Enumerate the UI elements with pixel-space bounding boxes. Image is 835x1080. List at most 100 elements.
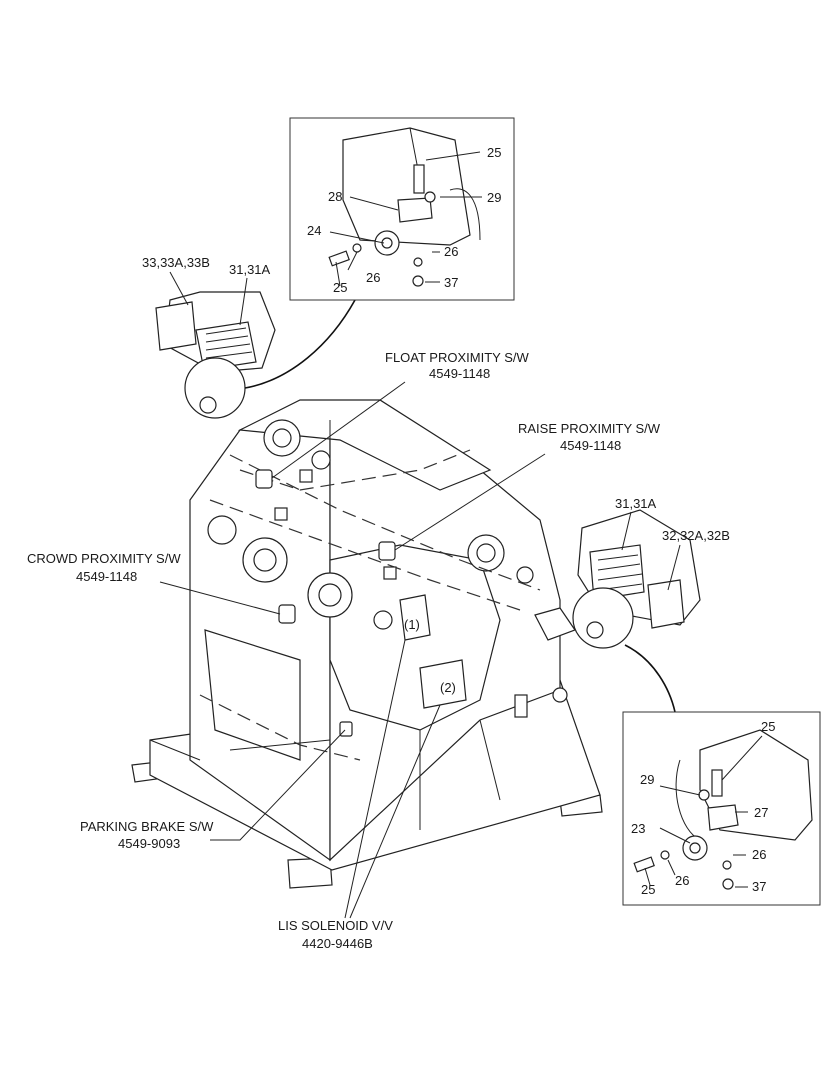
detail-bottom-n26a: 26 bbox=[675, 873, 689, 888]
crowd-switch-name: CROWD PROXIMITY S/W bbox=[27, 551, 181, 566]
left-lamp-grid bbox=[205, 327, 253, 359]
right-lamp-lens bbox=[589, 544, 645, 601]
solenoid-mark-1: (1) bbox=[404, 617, 420, 632]
pin-boss-6 bbox=[311, 450, 331, 470]
detail-bottom-washer-26b bbox=[722, 860, 732, 870]
edge-2 bbox=[149, 739, 201, 761]
detail-top-nut-37 bbox=[412, 275, 424, 287]
detail-top-n29: 29 bbox=[487, 190, 501, 205]
detail-bottom-nut-37 bbox=[722, 878, 734, 890]
detail-bottom-n37: 37 bbox=[752, 879, 766, 894]
detail-top-leaders bbox=[329, 151, 482, 287]
detail-top-n28: 28 bbox=[328, 189, 342, 204]
pin-boss-7 bbox=[516, 566, 534, 584]
detail-top-housing bbox=[342, 127, 471, 246]
callout-lis: LIS SOLENOID V/V 4420-9446B bbox=[278, 639, 441, 951]
dashed-hose-1 bbox=[229, 454, 541, 591]
detail-bottom-disc-23-hub bbox=[689, 842, 701, 854]
left-lamp-label-a: 33,33A,33B bbox=[142, 255, 210, 270]
detail-top-n25a: 25 bbox=[487, 145, 501, 160]
detail-bottom-washer-26a bbox=[660, 850, 670, 860]
float-switch-name: FLOAT PROXIMITY S/W bbox=[385, 350, 529, 365]
left-window bbox=[204, 629, 301, 761]
raise-switch-leader bbox=[394, 453, 546, 551]
lis-solenoid-leader-1 bbox=[344, 639, 406, 919]
detail-bottom-n27: 27 bbox=[754, 805, 768, 820]
callout-crowd: CROWD PROXIMITY S/W 4549-1148 bbox=[27, 551, 281, 615]
lis-solenoid-part: 4420-9446B bbox=[302, 936, 373, 951]
left-lamp-mount-disc bbox=[199, 396, 217, 414]
pin-boss-2 bbox=[207, 515, 237, 545]
small-block-1 bbox=[299, 469, 313, 483]
dashed-hose-2 bbox=[209, 499, 521, 611]
detail-bottom-n23: 23 bbox=[631, 821, 645, 836]
pin-hole-5 bbox=[476, 543, 496, 563]
right-lamp-label-b-leader bbox=[667, 544, 681, 591]
callout-parking: PARKING BRAKE S/W 4549-9093 bbox=[80, 729, 346, 851]
small-block-2 bbox=[274, 507, 288, 521]
detail-bottom-n26b: 26 bbox=[752, 847, 766, 862]
parking-brake-leader bbox=[210, 729, 346, 841]
crowd-switch-leader bbox=[159, 581, 281, 615]
detail-top-washer-29 bbox=[424, 191, 436, 203]
right-lamp-label-a-leader bbox=[621, 511, 632, 551]
edge-4 bbox=[479, 719, 501, 801]
parking-brake-name: PARKING BRAKE S/W bbox=[80, 819, 214, 834]
crowd-switch bbox=[278, 604, 296, 624]
left-lamp-label-a-leader bbox=[169, 271, 189, 306]
left-lamp-label-b-leader bbox=[239, 277, 248, 326]
left-lamp-label-b: 31,31A bbox=[229, 262, 271, 277]
raise-switch-name: RAISE PROXIMITY S/W bbox=[518, 421, 661, 436]
lis-solenoid-2 bbox=[419, 659, 467, 709]
pin-hole-1 bbox=[272, 428, 292, 448]
detail-bottom-bracket-27 bbox=[707, 804, 739, 831]
right-lamp-label-b: 32,32A,32B bbox=[662, 528, 730, 543]
pin-hole-4 bbox=[318, 583, 342, 607]
raise-switch-part: 4549-1148 bbox=[560, 438, 621, 453]
loader-frame: (1) (2) bbox=[131, 399, 603, 889]
detail-top-hose bbox=[449, 188, 481, 241]
detail-top-n26a: 26 bbox=[366, 270, 380, 285]
pin-boss-8 bbox=[552, 687, 568, 703]
edge-3 bbox=[229, 739, 331, 751]
float-switch-leader bbox=[271, 381, 406, 479]
detail-bottom-n29: 29 bbox=[640, 772, 654, 787]
connector-plate bbox=[514, 694, 528, 718]
detail-top-washer-26b bbox=[413, 257, 423, 267]
lis-solenoid-leader-2 bbox=[349, 704, 441, 919]
detail-bottom-n25b: 25 bbox=[641, 882, 655, 897]
left-work-lamp bbox=[155, 291, 356, 419]
raise-switch bbox=[378, 541, 396, 561]
callout-float: FLOAT PROXIMITY S/W 4549-1148 bbox=[271, 350, 529, 479]
parking-brake-part: 4549-9093 bbox=[118, 836, 180, 851]
detail-top-n24: 24 bbox=[307, 223, 321, 238]
lis-solenoid-name: LIS SOLENOID V/V bbox=[278, 918, 393, 933]
detail-bottom-bolt-25a bbox=[711, 769, 723, 797]
right-lamp-rear bbox=[647, 579, 685, 629]
detail-top-n25b: 25 bbox=[333, 280, 347, 295]
detail-top-bracket-28 bbox=[397, 197, 433, 223]
detail-bottom-n25a: 25 bbox=[761, 719, 775, 734]
right-work-lamp bbox=[572, 509, 701, 713]
detail-top-bolt-25b bbox=[328, 250, 350, 267]
lis-solenoid-1 bbox=[399, 594, 431, 641]
callout-raise: RAISE PROXIMITY S/W 4549-1148 bbox=[394, 421, 661, 551]
pin-boss-9 bbox=[373, 610, 393, 630]
crowd-switch-part: 4549-1148 bbox=[76, 569, 137, 584]
small-block-3 bbox=[383, 566, 397, 580]
right-detail-leader bbox=[624, 644, 676, 713]
solenoid-mark-2: (2) bbox=[440, 680, 456, 695]
dashed-hose-3 bbox=[199, 694, 361, 761]
detail-bottom-washer-29 bbox=[698, 789, 710, 801]
right-lamp-label-a: 31,31A bbox=[615, 496, 657, 511]
right-lamp-mount-disc bbox=[586, 621, 604, 639]
right-lamp-mount-circle bbox=[572, 587, 634, 649]
detail-top-bolt-25a bbox=[413, 164, 425, 194]
detail-box-bottom: 25 29 27 23 26 26 25 37 bbox=[622, 711, 821, 906]
pin-hole-3 bbox=[253, 548, 277, 572]
detail-box-top: 25 28 29 24 26 26 25 37 bbox=[289, 117, 515, 301]
float-switch bbox=[255, 469, 273, 489]
left-detail-leader bbox=[244, 299, 356, 389]
detail-top-n37: 37 bbox=[444, 275, 458, 290]
